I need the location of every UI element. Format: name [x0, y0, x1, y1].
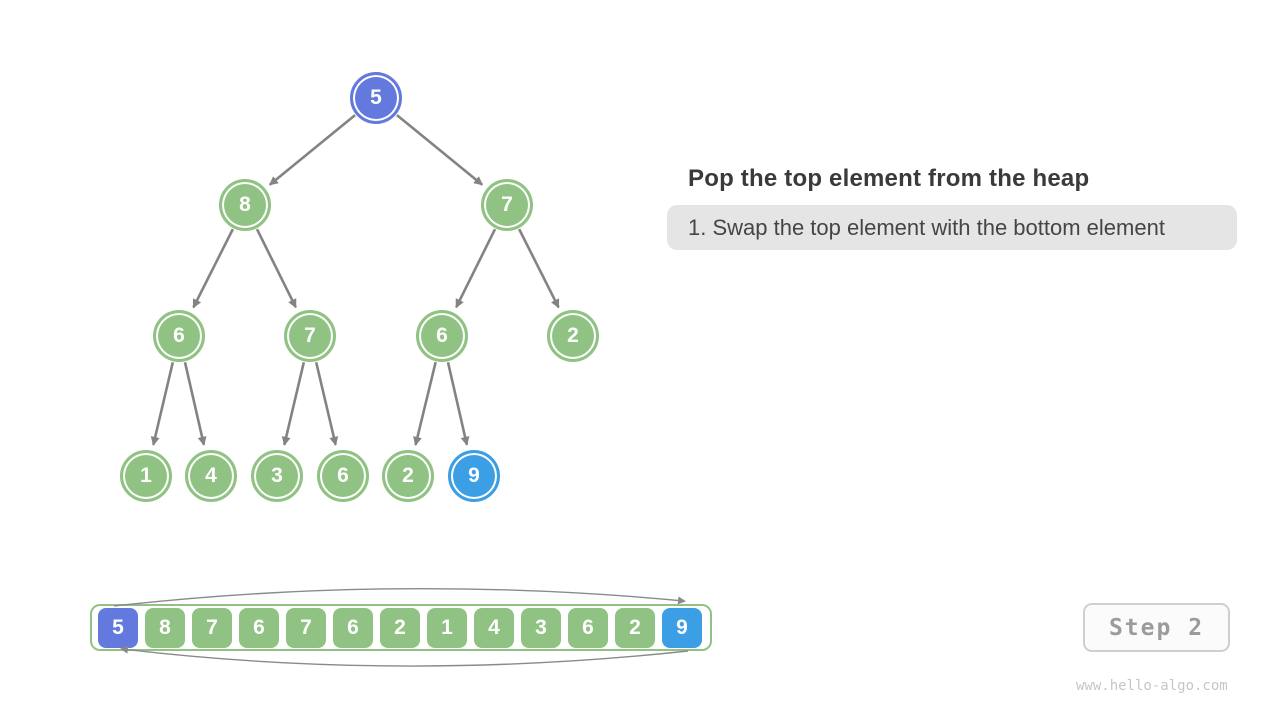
array-cell-normal-6: 6 — [333, 607, 373, 648]
array-cell-normal-6: 6 — [568, 607, 608, 648]
tree-node-bottom-9: 9 — [448, 450, 500, 502]
tree-node-normal-6: 6 — [317, 450, 369, 502]
tree-edge — [281, 361, 306, 446]
watermark: www.hello-algo.com — [1076, 678, 1228, 694]
array-cell-normal-2: 2 — [380, 607, 420, 648]
step-badge: Step 2 — [1083, 603, 1230, 652]
array-cell-normal-8: 8 — [145, 607, 185, 648]
array-cell-normal-2: 2 — [615, 607, 655, 648]
array-cell-normal-6: 6 — [239, 607, 279, 648]
tree-edge — [314, 361, 339, 446]
array-cell-top-5: 5 — [98, 607, 138, 648]
step-note-box: 1. Swap the top element with the bottom … — [667, 205, 1237, 250]
tree-edge — [517, 228, 560, 309]
tree-edge — [396, 114, 484, 186]
tree-node-normal-3: 3 — [251, 450, 303, 502]
array-cell-normal-1: 1 — [427, 607, 467, 648]
tree-edge — [192, 228, 235, 309]
tree-edge — [446, 362, 470, 446]
array-cell-normal-7: 7 — [192, 607, 232, 648]
array-cell-normal-4: 4 — [474, 607, 514, 648]
tree-node-normal-7: 7 — [481, 179, 533, 231]
tree-node-normal-2: 2 — [382, 450, 434, 502]
tree-node-normal-2: 2 — [547, 310, 599, 362]
tree-node-top-5: 5 — [350, 72, 402, 124]
tree-node-normal-1: 1 — [120, 450, 172, 502]
swap-arrow-bottom — [120, 645, 689, 667]
tree-node-normal-7: 7 — [284, 310, 336, 362]
tree-edge — [150, 361, 175, 446]
array-cell-normal-3: 3 — [521, 607, 561, 648]
array-cell-bottom-9: 9 — [662, 607, 702, 648]
tree-edge — [413, 361, 437, 446]
tree-edge — [183, 362, 207, 446]
step-note-text: 1. Swap the top element with the bottom … — [688, 214, 1165, 240]
tree-node-normal-6: 6 — [416, 310, 468, 362]
figure-title: Pop the top element from the heap — [688, 165, 1090, 192]
tree-edge — [455, 228, 497, 309]
tree-node-normal-8: 8 — [219, 179, 271, 231]
array-cell-normal-7: 7 — [286, 607, 326, 648]
tree-node-normal-4: 4 — [185, 450, 237, 502]
step-badge-label: Step 2 — [1108, 614, 1205, 641]
tree-edge — [255, 228, 297, 309]
tree-edge — [268, 114, 356, 186]
tree-node-normal-6: 6 — [153, 310, 205, 362]
